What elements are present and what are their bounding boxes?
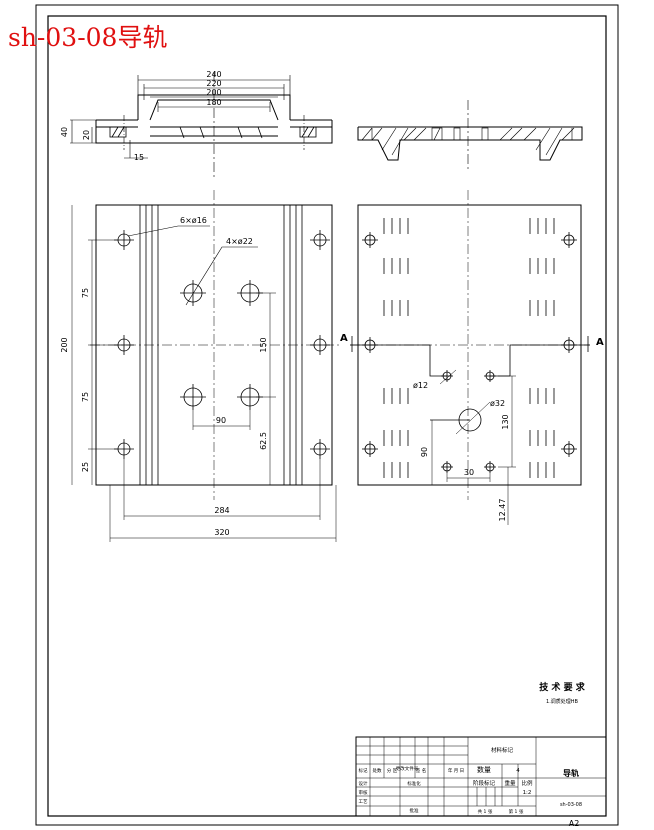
sheet-format: A2 — [569, 819, 580, 828]
tb-weight-label: 重量 — [504, 779, 516, 787]
tb-mark-label: 标记 — [359, 767, 368, 774]
right-view: A A ø12 ø32 130 90 30 12.47 — [340, 190, 604, 525]
tb-date-label: 年 月 日 — [448, 767, 464, 774]
dim-200-height: 200 — [60, 337, 69, 352]
top-view: 240 220 200 180 40 20 15 — [60, 70, 333, 178]
dim-phi12: ø12 — [413, 381, 428, 390]
tb-scale-value: 1:2 — [523, 790, 532, 796]
dim-75-upper: 75 — [81, 288, 90, 298]
dim-90-front: 90 — [216, 416, 226, 425]
tb-part-name: 导轨 — [563, 768, 579, 778]
tech-requirements: 技 术 要 求 1.调质处理HB — [539, 681, 585, 705]
dim-25: 25 — [81, 462, 90, 472]
dim-284: 284 — [214, 506, 229, 515]
front-view: 6×ø16 4×ø22 200 75 75 25 150 90 62.5 284… — [60, 190, 340, 542]
tb-drawing-no: sh-03-08 — [560, 802, 582, 808]
tb-zone-label: 分 区 — [387, 767, 398, 774]
tb-approve-label: 批准 — [410, 807, 419, 814]
dim-240: 240 — [206, 70, 221, 79]
tb-qty-value: 4 — [516, 768, 520, 774]
tb-sign-label: 签 名 — [416, 767, 426, 774]
tb-stage-label: 阶段标记 — [473, 779, 496, 787]
dim-150: 150 — [259, 337, 268, 352]
tb-design-label: 设计 — [359, 780, 368, 787]
inner-border — [47, 15, 607, 817]
tb-qty-label: 数量 — [477, 765, 491, 774]
tb-company: 材料标记 — [491, 746, 514, 754]
tb-count-label: 处数 — [373, 767, 382, 774]
dim-220: 220 — [206, 79, 221, 88]
tb-check-label: 审核 — [359, 789, 368, 796]
dim-40: 40 — [60, 127, 69, 137]
tech-line-1: 1.调质处理HB — [546, 698, 579, 705]
dim-180: 180 — [206, 98, 221, 107]
dim-phi32: ø32 — [490, 399, 505, 408]
dim-320: 320 — [214, 528, 229, 537]
dim-20: 20 — [82, 130, 91, 140]
section-view — [357, 100, 583, 172]
section-mark-left: A — [340, 333, 348, 344]
title-block: 材料标记 数量 4 阶段标记 重量 比例 1:2 导轨 标记 处数 分 区 更改… — [355, 736, 607, 828]
drawing-title: sh-03-08导轨 — [8, 23, 168, 52]
dim-130: 130 — [501, 414, 510, 429]
dim-75-lower: 75 — [81, 392, 90, 402]
section-mark-right: A — [596, 337, 604, 348]
tb-sheet-total: 共 1 张 — [478, 808, 493, 815]
tb-process-label: 工艺 — [359, 799, 368, 805]
dim-30: 30 — [464, 468, 474, 477]
hole-note-6xphi16: 6×ø16 — [180, 216, 207, 225]
outer-frame — [35, 4, 619, 826]
tb-standard-label: 标准化 — [407, 780, 421, 787]
dim-200: 200 — [206, 88, 221, 97]
tb-scale-label: 比例 — [521, 779, 533, 787]
dim-62-5: 62.5 — [259, 432, 268, 450]
tb-sheet-no: 第 1 张 — [509, 808, 524, 815]
tb-change-label: 更改文件号 — [396, 765, 419, 772]
dim-90-right: 90 — [420, 447, 429, 457]
dim-15: 15 — [134, 153, 144, 162]
dim-12-47: 12.47 — [498, 499, 507, 522]
tech-heading: 技 术 要 求 — [539, 681, 585, 693]
hole-note-4xphi22: 4×ø22 — [226, 237, 253, 246]
